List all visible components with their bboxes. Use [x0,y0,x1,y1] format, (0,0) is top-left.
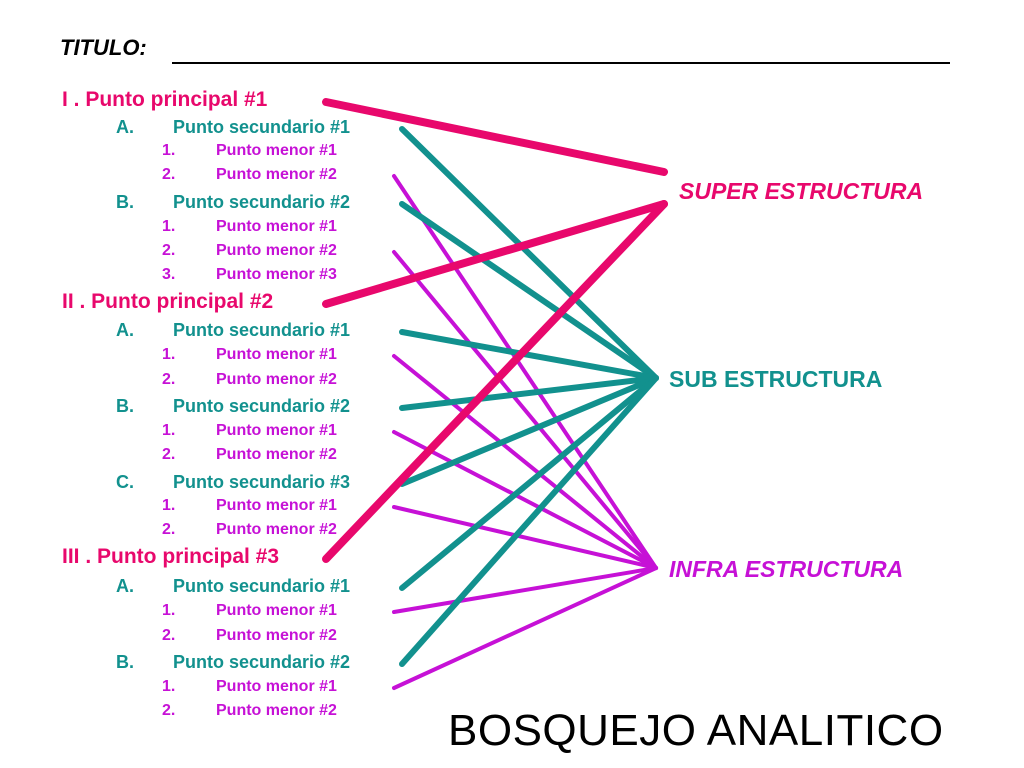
outline-number: 2. [162,446,176,463]
outline-number: 2. [162,371,176,388]
outline-text: Punto menor #1 [216,678,337,695]
outline-number: B. [116,396,134,416]
outline-number: B. [116,652,134,672]
outline-text: I . Punto principal #1 [62,88,268,111]
outline-number: 1. [162,497,176,514]
connector-super [322,98,668,176]
connector-super [322,200,668,563]
outline-text: Punto secundario #1 [173,117,351,137]
outline-number: 2. [162,166,176,183]
outline-number: 1. [162,422,176,439]
outline-text: Punto secundario #3 [173,472,351,492]
connector-infra [392,566,658,690]
outline-text: Punto menor #1 [216,422,337,439]
outline-text: Punto menor #1 [216,346,337,363]
outline-text: Punto secundario #2 [173,652,351,672]
connector-sub [399,201,659,381]
connector-super [322,200,668,308]
outline-text: Punto secundario #1 [173,320,351,340]
outline-text: II . Punto principal #2 [62,290,274,313]
outline-number: A. [116,117,134,137]
connector-sub [399,375,659,591]
outline-text: III . Punto principal #3 [62,545,280,568]
outline-text: Punto menor #2 [216,371,337,388]
connector-infra [392,566,658,614]
outline-text: Punto menor #1 [216,497,337,514]
title-label: TITULO: [60,35,147,60]
title-bar: TITULO: [60,32,950,66]
outline-number: 2. [162,242,176,259]
outline-number: C. [116,472,134,492]
outline-number: 3. [162,266,176,283]
outline-text: Punto menor #2 [216,521,337,538]
title-underline [172,62,950,64]
outline-number: 1. [162,602,176,619]
outline-text: Punto menor #2 [216,166,337,183]
outline-text: Punto menor #3 [216,266,337,283]
outline-text: Punto secundario #2 [173,396,351,416]
outline-number: 2. [162,702,176,719]
outline-text: Punto menor #2 [216,446,337,463]
connector-infra [392,174,658,570]
connector-sub [399,329,659,381]
outline-text: Punto menor #1 [216,218,337,235]
footer-title: BOSQUEJO ANALITICO [448,706,944,755]
connector-sub [399,375,659,411]
outline-text: Punto menor #2 [216,627,337,644]
outline-number: 1. [162,346,176,363]
outline-text: Punto menor #1 [216,142,337,159]
outline-text: Punto menor #1 [216,602,337,619]
connector-sub [399,375,659,487]
outline-number: A. [116,320,134,340]
outline-number: 1. [162,218,176,235]
outline-text: Punto secundario #2 [173,192,351,212]
connector-infra [392,354,658,570]
outline-text: Punto secundario #1 [173,576,351,596]
connector-infra [392,250,658,570]
outline-text: Punto menor #2 [216,242,337,259]
connector-sub [399,375,659,667]
outline-number: 2. [162,521,176,538]
outline-number: 1. [162,142,176,159]
category-super-estructura: SUPER ESTRUCTURA [679,178,924,204]
outline-number: 1. [162,678,176,695]
connector-infra [392,430,658,570]
connector-infra [392,505,658,570]
outline-number: 2. [162,627,176,644]
connector-sub [399,126,659,381]
category-infra-estructura: INFRA ESTRUCTURA [669,556,904,582]
outline-number: A. [116,576,134,596]
category-sub-estructura: SUB ESTRUCTURA [669,366,883,392]
outline-text: Punto menor #2 [216,702,337,719]
outline-number: B. [116,192,134,212]
